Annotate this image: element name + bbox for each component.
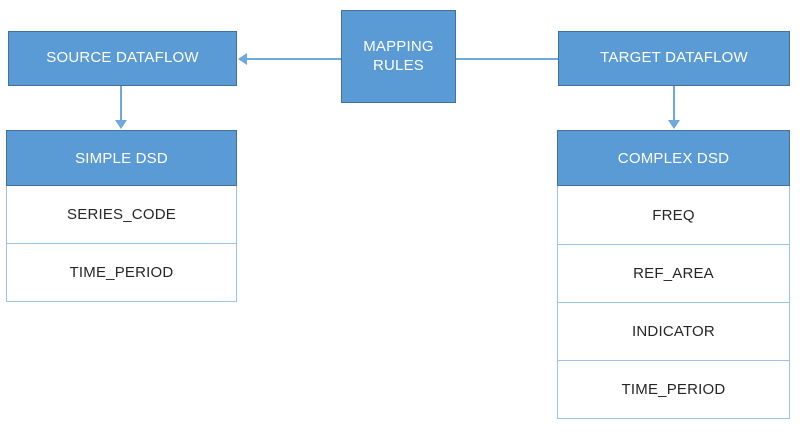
arrow-down-icon-into-complex-dsd xyxy=(668,120,680,129)
connector-mapping-to-source-line xyxy=(247,58,342,60)
node-target-dataflow[interactable]: TARGET DATAFLOW xyxy=(558,31,790,86)
connector-target-to-complex-dsd-line xyxy=(673,86,675,122)
connector-source-to-simple-dsd-line xyxy=(120,86,122,122)
table-row[interactable]: TIME_PERIOD xyxy=(557,361,790,419)
table-row[interactable]: TIME_PERIOD xyxy=(6,244,237,302)
table-row[interactable]: INDICATOR xyxy=(557,303,790,361)
connector-target-to-mapping-line xyxy=(456,58,558,60)
table-complex-dsd: COMPLEX DSD FREQ REF_AREA INDICATOR TIME… xyxy=(557,130,790,419)
table-complex-dsd-header[interactable]: COMPLEX DSD xyxy=(557,130,790,186)
table-simple-dsd: SIMPLE DSD SERIES_CODE TIME_PERIOD xyxy=(6,130,237,302)
table-simple-dsd-header[interactable]: SIMPLE DSD xyxy=(6,130,237,186)
node-source-dataflow[interactable]: SOURCE DATAFLOW xyxy=(8,31,237,86)
table-row[interactable]: SERIES_CODE xyxy=(6,186,237,244)
node-mapping-rules[interactable]: MAPPING RULES xyxy=(341,10,456,103)
arrow-left-icon-into-source-dataflow xyxy=(238,53,247,65)
arrow-down-icon-into-simple-dsd xyxy=(115,120,127,129)
table-row[interactable]: REF_AREA xyxy=(557,245,790,303)
table-row[interactable]: FREQ xyxy=(557,186,790,245)
